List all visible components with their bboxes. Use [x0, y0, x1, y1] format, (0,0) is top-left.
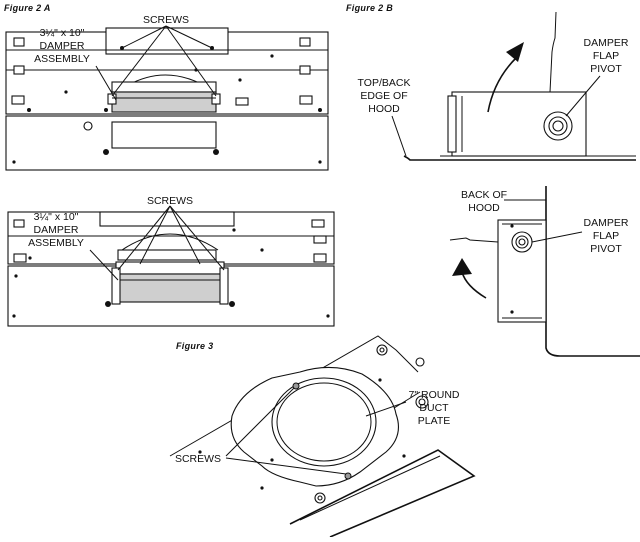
round-duct-opening	[271, 377, 377, 467]
tab-slot	[13, 65, 25, 75]
hood-edge-label-line2: EDGE OF	[360, 90, 407, 102]
screw-leader	[111, 25, 167, 97]
pivot-label-line2: FLAP	[593, 50, 619, 62]
hood-edge-label-line1: TOP/BACK	[358, 77, 411, 89]
figure-2d: BACK OF HOOD DAMPER FLAP PIVOT	[449, 186, 640, 357]
open-arrow	[487, 57, 517, 113]
tab-slot	[11, 95, 25, 105]
back-of-hood-label-line1: BACK OF	[461, 189, 507, 201]
figure-2b-title: Figure 2 B	[346, 3, 393, 13]
tab-slot	[299, 65, 311, 75]
figure-2a: Figure 2 A	[4, 3, 329, 171]
figure-2c: SCREWS 3¼" x 10" DAMPER ASSEMBLY	[7, 195, 335, 327]
inner-opening	[111, 121, 217, 149]
hood-back-wall	[545, 186, 640, 357]
figure-3-title: Figure 3	[176, 341, 213, 351]
duct-label-line3: PLATE	[418, 415, 450, 427]
back-of-hood-label-line2: HOOD	[468, 202, 500, 214]
damper-assembly-2	[111, 261, 229, 305]
damper-assembly	[107, 81, 221, 113]
figure-2b: Figure 2 B DAMPER FLAP PIVOT TOP/BACK ED…	[346, 3, 636, 161]
damper-label-2-line3: ASSEMBLY	[28, 237, 84, 249]
screws-label: SCREWS	[143, 14, 189, 26]
tab-slot	[235, 97, 249, 106]
figure-2a-title: Figure 2 A	[4, 3, 51, 13]
pivot-label-2-line2: FLAP	[593, 230, 619, 242]
screw-leader	[165, 25, 213, 49]
screws-label-2: SCREWS	[147, 195, 193, 207]
hood-edge-label-line3: HOOD	[368, 103, 400, 115]
pivot-label-2-line1: DAMPER	[584, 217, 629, 229]
damper-label-line1: 3¼" x 10"	[40, 27, 85, 39]
hood-front-edge	[289, 449, 476, 538]
damper-flap	[549, 11, 557, 93]
open-arrow-2	[461, 271, 487, 299]
damper-label-line3: ASSEMBLY	[34, 53, 90, 65]
figure-3: Figure 3 7" ROUND DUCT PLATE SCREWS	[169, 335, 476, 538]
top-bracket-2	[99, 211, 235, 227]
damper-label-2-line1: 3¼" x 10"	[34, 211, 79, 223]
damper-label-2-line2: DAMPER	[34, 224, 79, 236]
damper-flap-2	[449, 237, 499, 243]
hood-top-edge	[403, 155, 636, 161]
pivot-label-line3: PIVOT	[590, 63, 622, 75]
pivot-label-2-line3: PIVOT	[590, 243, 622, 255]
tab-slot	[299, 95, 313, 105]
duct-label-line1: 7" ROUND	[409, 389, 460, 401]
damper-leader	[95, 65, 117, 101]
tab-slot	[299, 37, 311, 47]
screw-leader	[121, 25, 167, 49]
screws-label-3: SCREWS	[175, 453, 221, 465]
pivot-label-line1: DAMPER	[584, 37, 629, 49]
damper-label-line2: DAMPER	[40, 40, 85, 52]
duct-label-line2: DUCT	[419, 402, 449, 414]
screw-leader	[165, 25, 217, 97]
tab-slot	[13, 37, 25, 47]
